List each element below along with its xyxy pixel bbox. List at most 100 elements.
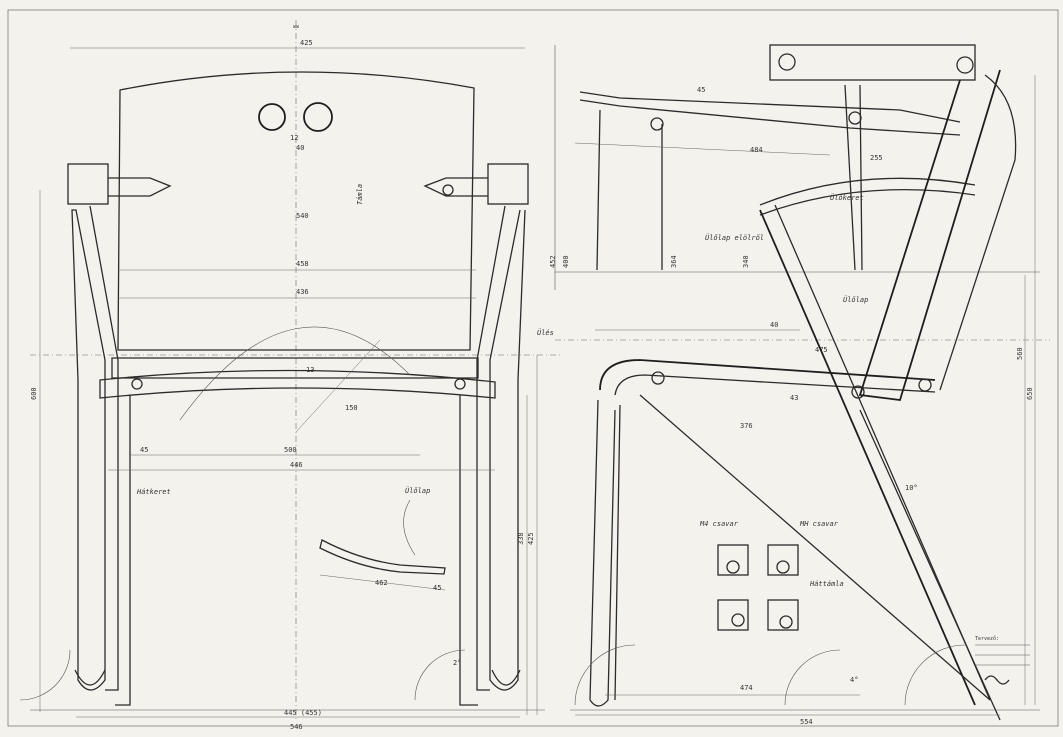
rear-pivot bbox=[918, 378, 932, 392]
bolt-left bbox=[108, 177, 172, 197]
label-dim-446: 446 bbox=[290, 461, 303, 469]
label-side-dim-364: 364 bbox=[670, 255, 678, 268]
label-hole-spacing: 40 bbox=[296, 144, 304, 152]
bracket-left bbox=[67, 163, 109, 205]
label-hand-note-7: Ülőkeret bbox=[830, 193, 864, 202]
side-top-post-left bbox=[596, 109, 601, 271]
cross-pivot bbox=[851, 385, 865, 399]
angle-arc-front-right bbox=[414, 649, 466, 701]
front-leg-left-outer bbox=[71, 209, 106, 691]
side-front-leg-inner bbox=[614, 404, 621, 701]
label-hand-note-4: Ülés bbox=[537, 328, 554, 337]
seat-pivot bbox=[651, 371, 665, 385]
side-top-rail-lower bbox=[579, 99, 961, 136]
front-view: ww 425 12 40 540 458 436 500 446 45 600 … bbox=[19, 20, 560, 731]
label-dim-13: 13 bbox=[306, 366, 314, 374]
label-dim-500: 500 bbox=[284, 446, 297, 454]
label-dim-425: 425 bbox=[527, 532, 535, 545]
bolt-right-head bbox=[442, 184, 454, 196]
label-side-dim-340: 340 bbox=[742, 255, 750, 268]
label-side-dim-554: 554 bbox=[800, 718, 813, 726]
label-side-top-width: 484 bbox=[750, 146, 763, 154]
cross-leg-2 bbox=[859, 409, 1001, 721]
back-leg-upper bbox=[858, 69, 1001, 401]
seat-rail bbox=[99, 369, 496, 399]
angle-arc-side-1 bbox=[784, 649, 841, 706]
hardware-detail-1 bbox=[717, 544, 749, 576]
label-hand-note-10: Háttámla bbox=[809, 580, 844, 588]
label-height-540: 540 bbox=[296, 212, 309, 220]
angle-arc-side-3 bbox=[574, 644, 636, 706]
inner-leg-right bbox=[459, 395, 478, 706]
side-top-bolt-2 bbox=[848, 111, 862, 125]
label-hand-note-2: Ülőlap bbox=[405, 486, 430, 495]
label-width-436: 436 bbox=[296, 288, 309, 296]
label-dim-45-right: 45 bbox=[433, 584, 441, 592]
label-side-dim-475: 475 bbox=[815, 346, 828, 354]
side-top-post-right-inner bbox=[859, 84, 863, 271]
seat-radius-arc bbox=[179, 326, 411, 421]
label-side-dim-40: 40 bbox=[770, 321, 778, 329]
label-side-dim-560: 560 bbox=[1016, 347, 1024, 360]
seat-bolt-left bbox=[131, 378, 143, 390]
side-top-post-right bbox=[844, 84, 856, 271]
bracket-right bbox=[487, 163, 529, 205]
side-front-leg bbox=[589, 399, 616, 707]
label-hand-note-6: M4 csavar bbox=[699, 520, 739, 528]
hardware-detail-2-hole bbox=[776, 560, 790, 574]
seat-profile-dim bbox=[319, 574, 446, 591]
back-leg-curve bbox=[939, 74, 1017, 391]
seat-profile-detail bbox=[319, 539, 446, 575]
foot-right bbox=[491, 669, 521, 686]
hardware-detail-4-hole bbox=[779, 615, 793, 629]
side-top-bolt bbox=[650, 117, 664, 131]
dim-line-484 bbox=[574, 142, 831, 156]
side-top-rail bbox=[579, 91, 961, 123]
radius-line bbox=[295, 339, 381, 433]
seat-curve-inner bbox=[614, 374, 936, 396]
label-side-dim-400: 400 bbox=[562, 255, 570, 268]
label-side-dim-452: 452 bbox=[549, 255, 557, 268]
side-view-bottom: 474 554 650 560 475 43 40 376 4° 10° Ülő… bbox=[555, 69, 1050, 726]
backrest-hole-right bbox=[303, 102, 333, 132]
hardware-detail-3-hole bbox=[731, 613, 745, 627]
label-angle-2: 4° bbox=[850, 676, 858, 684]
title-block-text: Tervező: bbox=[975, 636, 999, 642]
front-leg-right-inner bbox=[476, 205, 506, 691]
label-dim-462: 462 bbox=[375, 579, 388, 587]
hardware-detail-3 bbox=[717, 599, 749, 631]
label-side-dim-43: 43 bbox=[790, 394, 798, 402]
top-plate-hole-right bbox=[956, 56, 974, 74]
label-total-height: 600 bbox=[30, 387, 38, 400]
label-side-dim-376: 376 bbox=[740, 422, 753, 430]
label-angle-1: 2° bbox=[453, 659, 461, 667]
backrest-plate bbox=[117, 71, 475, 351]
cross-leg-3 bbox=[639, 394, 991, 701]
label-hand-note-8: Ülőlap bbox=[843, 295, 868, 304]
front-leg-right-outer bbox=[489, 209, 526, 691]
side-view-top: 484 255 45 452 400 364 340 Ülőlap elölrő… bbox=[549, 44, 1040, 290]
seat-bolt-right bbox=[454, 378, 466, 390]
sheet-border bbox=[7, 9, 1059, 727]
signature-mark bbox=[984, 675, 1010, 685]
label-hand-note-9: MH csavar bbox=[799, 520, 839, 528]
foot-left bbox=[74, 669, 106, 686]
label-dim-45: 45 bbox=[140, 446, 148, 454]
seat-curve-outer bbox=[599, 359, 936, 391]
hardware-detail-4 bbox=[767, 599, 799, 631]
label-width-458: 458 bbox=[296, 260, 309, 268]
leader-arrow bbox=[403, 499, 416, 556]
hardware-detail-1-hole bbox=[726, 560, 740, 574]
backrest-hole-left bbox=[258, 103, 286, 131]
seat-front-frame bbox=[111, 357, 479, 379]
inner-leg-left bbox=[115, 395, 131, 706]
label-dim-150: 150 bbox=[345, 404, 358, 412]
label-side-dim-255: 255 bbox=[870, 154, 883, 162]
label-hole-offset: 12 bbox=[290, 134, 298, 142]
seat-frame-curve-inner bbox=[759, 189, 976, 216]
label-bottom-width: 445 (455) bbox=[284, 709, 322, 717]
hardware-detail-2 bbox=[767, 544, 799, 576]
label-hand-note-1: Támla bbox=[356, 184, 364, 205]
